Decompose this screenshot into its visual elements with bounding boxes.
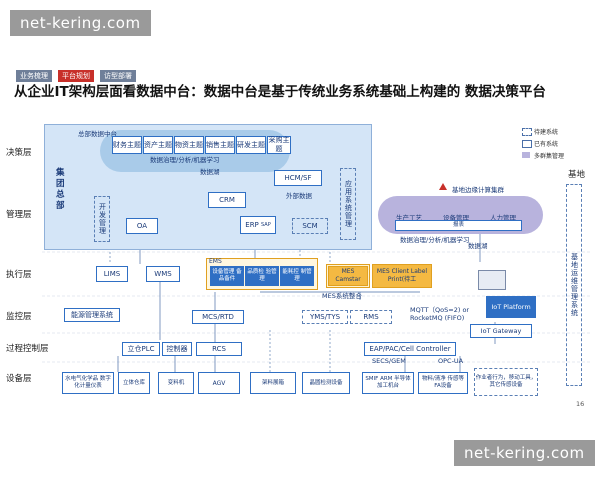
- yms-box: YMS/TYS: [302, 310, 348, 324]
- edge-item-equipment: 设备管理: [443, 214, 469, 222]
- iot-protocol-label: MQTT（QoS=2) or RocketMQ (FIFO): [410, 306, 470, 322]
- watermark-bottom: net-kering.com: [454, 440, 595, 466]
- tag-deploy: 访型部署: [100, 70, 136, 82]
- topic-finance: 财务主题: [112, 136, 142, 154]
- app-mgmt-box: 应用系统管理: [340, 168, 356, 240]
- iot-platform-box: IoT Platform: [486, 296, 536, 318]
- edge-item-process: 生产工艺: [396, 214, 422, 222]
- device-wafer-inspect: 晶圆检测设备: [302, 372, 350, 394]
- ems-quality: 品质检 验管理: [245, 266, 279, 286]
- mes-client-box: MES Client Label Print(待工: [372, 264, 432, 288]
- iot-server-icon: [478, 270, 506, 290]
- device-smif: SMIF ARM 半导体加工机台: [362, 372, 414, 394]
- layer-device: 设备层: [6, 374, 32, 384]
- layer-management: 管理层: [6, 210, 32, 220]
- energy-mgmt-box: 能源管理系统: [64, 308, 120, 322]
- topic-purchase: 采购主题: [267, 136, 291, 154]
- edge-reports: 报表: [395, 220, 522, 231]
- controller-box: 控制器: [162, 342, 192, 356]
- hq-platform-label: 数据治理/分析/机器学习: [150, 156, 220, 164]
- scm-box: SCM: [292, 218, 328, 234]
- topic-materials: 物资主题: [174, 136, 204, 154]
- base-ops-box: 基地运维管理系统: [566, 184, 582, 386]
- hq-lake-label: 数据湖: [200, 168, 220, 176]
- device-warehouse: 立体仓库: [118, 372, 150, 394]
- device-feeder: 变料机: [158, 372, 194, 394]
- device-operator: 作业者行为，移动工具，其它传感设备: [474, 368, 538, 396]
- plc-box: 立仓PLC: [122, 342, 160, 356]
- layer-decision: 决策层: [6, 148, 32, 158]
- iot-gateway-box: IoT Gateway: [470, 324, 532, 338]
- hcm-box: HCM/SF: [274, 170, 322, 186]
- layer-process: 过程控制层: [6, 344, 49, 354]
- legend-swatch-existing: [522, 140, 532, 148]
- eap-box: EAP/PAC/Cell Controller: [364, 342, 456, 356]
- edge-title: 基地边缘计算集群: [452, 186, 504, 194]
- hq-vertical-label: 集团总部: [56, 168, 65, 211]
- legend-planned: 待建系统: [534, 129, 559, 136]
- external-data-label: 外部数据: [286, 192, 312, 200]
- dev-mgmt-box: 开发管理: [94, 196, 110, 242]
- wms-box: WMS: [146, 266, 180, 282]
- ems-equipment: 设备管理 备品备件: [210, 266, 244, 286]
- device-racks: 架料展箱: [250, 372, 296, 394]
- tag-business: 业务梳理: [16, 70, 52, 82]
- page-number: 16: [576, 400, 585, 408]
- device-agv: AGV: [198, 372, 240, 394]
- erp-box: ERP SAP: [240, 216, 276, 234]
- crm-box: CRM: [208, 192, 246, 208]
- opc-label: OPC-UA: [438, 357, 464, 365]
- watermark-top: net-kering.com: [10, 10, 151, 36]
- mes-integration-label: MES系统整合: [322, 292, 362, 300]
- hq-cloud-label: 总部数据中台: [78, 130, 117, 138]
- rms-box: RMS: [350, 310, 392, 324]
- mcs-box: MCS/RTD: [192, 310, 244, 324]
- device-meters: 水电气化学品 数字化计量仪表: [62, 372, 114, 394]
- legend-multi: 多群集管理: [534, 153, 565, 160]
- edge-platform: 数据治理/分析/机器学习: [400, 236, 470, 244]
- topic-sales: 销售主题: [205, 136, 235, 154]
- edge-item-hr: 人力管理: [490, 214, 516, 222]
- legend-existing: 已有系统: [534, 141, 559, 148]
- slide-title: 从企业IT架构层面看数据中台：数据中台是基于传统业务系统基础上构建的 数据决策平…: [14, 84, 546, 100]
- device-fa: 物料/清净 传感等FA设备: [418, 372, 468, 394]
- edge-lake: 数据湖: [468, 242, 488, 250]
- ems-label: EMS: [209, 258, 222, 265]
- layer-execution: 执行层: [6, 270, 32, 280]
- lims-box: LIMS: [96, 266, 128, 282]
- legend-swatch-planned: [522, 128, 532, 136]
- base-label: 基地: [568, 170, 586, 180]
- rcs-box: RCS: [196, 342, 242, 356]
- mes-camstar-box: MES Camstar: [328, 266, 368, 286]
- oa-box: OA: [126, 218, 158, 234]
- legend-swatch-multi: [522, 152, 530, 158]
- topic-assets: 资产主题: [143, 136, 173, 154]
- ems-energy: 能耗控 制管理: [280, 266, 314, 286]
- tag-platform: 平台规划: [58, 70, 94, 82]
- topic-rnd: 研发主题: [236, 136, 266, 154]
- secs-label: SECS/GEM: [372, 357, 406, 365]
- layer-monitor: 监控层: [6, 312, 32, 322]
